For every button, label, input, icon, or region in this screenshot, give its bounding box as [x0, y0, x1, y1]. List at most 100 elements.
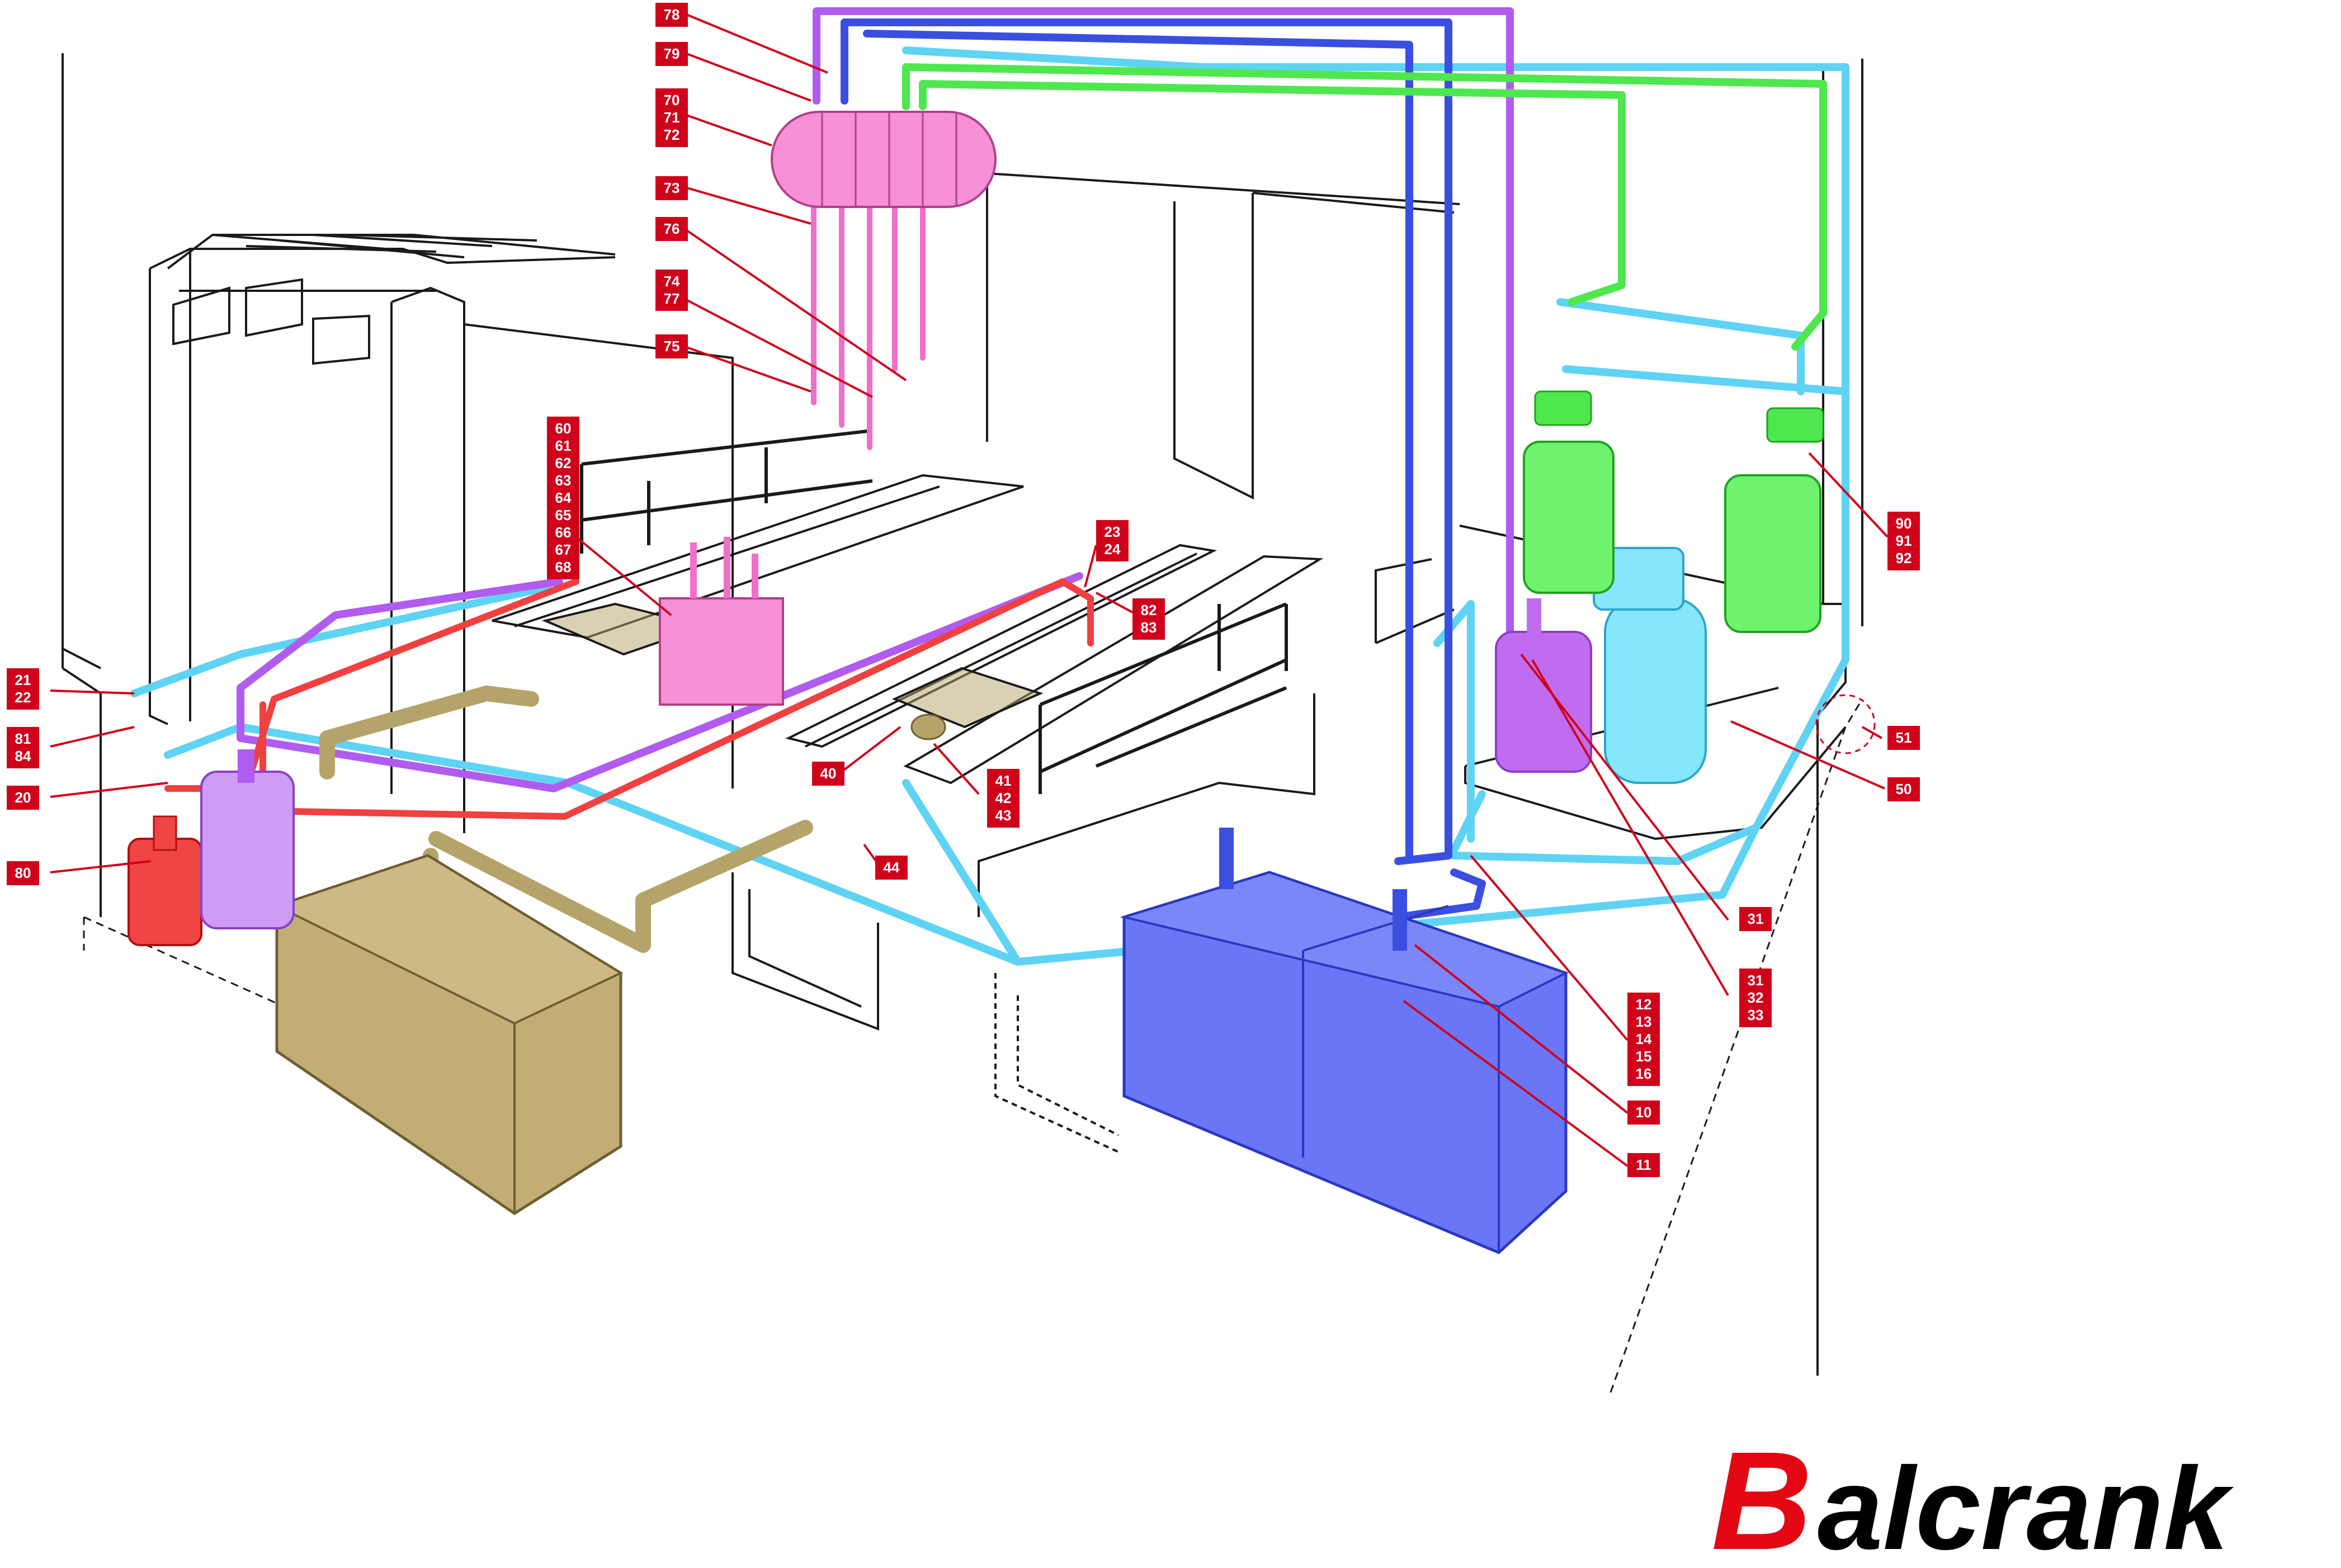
equipment	[128, 111, 1876, 1254]
callout-number: 60	[555, 420, 572, 437]
callout-number: 83	[1141, 619, 1157, 636]
callout-box	[1132, 598, 1165, 640]
callout-number: 81	[15, 730, 31, 747]
callout-number: 11	[1636, 1156, 1651, 1173]
callout-number: 63	[555, 472, 572, 489]
tank-pump-right	[1393, 889, 1407, 951]
logo-initial: B	[1711, 1423, 1813, 1568]
callout-number: 41	[995, 772, 1012, 789]
guard-rail-right	[1039, 602, 1288, 794]
callout-box	[1887, 512, 1920, 570]
callout-number: 43	[995, 807, 1012, 824]
callout-31: 31	[1739, 907, 1772, 931]
callout-number: 74	[664, 273, 680, 290]
callout-box	[1739, 907, 1772, 931]
callout-number: 84	[15, 748, 31, 764]
service-pits	[492, 429, 1324, 794]
manifold-tank	[771, 111, 997, 208]
guard-rail-left	[580, 429, 873, 554]
callout-box	[655, 42, 688, 66]
callout-number: 32	[1748, 989, 1764, 1006]
balcrank-logo: B alcrank	[1711, 1423, 2234, 1568]
front-partition	[994, 973, 1119, 1153]
callout-50: 50	[1887, 777, 1920, 801]
callout-number: 14	[1636, 1031, 1652, 1047]
callout-number: 68	[555, 559, 572, 575]
callout-box	[655, 176, 688, 200]
callout-number: 64	[555, 489, 572, 506]
red-drum	[128, 815, 202, 946]
callout-box	[7, 727, 39, 768]
waste-oil-drain	[910, 714, 946, 740]
callout-number: 10	[1636, 1104, 1652, 1121]
callout-20: 20	[7, 786, 39, 810]
callout-number: 44	[884, 859, 900, 876]
rear-pit-wall	[1375, 558, 1455, 644]
callout-number: 16	[1636, 1065, 1652, 1082]
callout-11: 11	[1627, 1153, 1660, 1177]
callout-number: 82	[1141, 602, 1157, 618]
garage-door-windows	[172, 278, 370, 365]
callout-78: 78	[655, 3, 688, 27]
pit-wall	[978, 693, 1315, 917]
garage-roof-panels	[167, 234, 616, 292]
pit-grating-center	[891, 667, 1044, 729]
callout-number: 51	[1896, 729, 1912, 746]
left-wall	[62, 53, 101, 669]
callout-number: 42	[995, 790, 1012, 806]
callout-number: 72	[664, 126, 680, 143]
purple-drum-right	[1495, 598, 1592, 773]
callout-box	[7, 786, 39, 810]
callout-box	[655, 217, 688, 241]
callout-box	[987, 769, 1020, 828]
callout-number: 91	[1896, 532, 1912, 549]
callout-number: 77	[664, 290, 680, 307]
waste-oil-tank	[273, 854, 624, 1215]
building-structure	[62, 53, 1863, 1393]
callout-number: 40	[820, 765, 837, 782]
callout-box	[1627, 1153, 1660, 1177]
callout-box	[1739, 969, 1772, 1027]
piping	[130, 7, 1849, 966]
pink-oil-line	[811, 199, 926, 450]
callout-number: 71	[664, 109, 680, 126]
green-drum-right	[1724, 407, 1824, 633]
callout-box	[655, 88, 688, 147]
callout-box	[655, 270, 688, 311]
callout-number: 23	[1105, 523, 1121, 540]
callout-73: 73	[655, 176, 688, 200]
callout-number: 92	[1896, 550, 1912, 566]
callout-number: 12	[1636, 996, 1652, 1013]
callout-number: 31	[1748, 910, 1764, 927]
callout-51: 51	[1887, 726, 1920, 750]
callout-number: 67	[555, 541, 572, 558]
green-oil-line	[902, 63, 1827, 351]
callout-number: 15	[1636, 1048, 1652, 1065]
callout-10: 10	[1627, 1101, 1660, 1125]
callout-number: 65	[555, 507, 572, 523]
callout-76: 76	[655, 217, 688, 241]
callout-box	[1627, 1101, 1660, 1125]
callout-number: 31	[1748, 972, 1764, 989]
callout-number: 70	[664, 92, 680, 108]
bulk-oil-tanks	[1120, 828, 1569, 1254]
leader-lines	[50, 13, 1889, 1167]
callout-number: 20	[15, 789, 31, 806]
green-drum-left	[1523, 390, 1615, 594]
callout-number: 61	[555, 437, 572, 454]
callout-44: 44	[875, 856, 908, 880]
garage-door-frame	[149, 248, 616, 833]
callout-box	[1887, 777, 1920, 801]
callout-75: 75	[655, 334, 688, 358]
